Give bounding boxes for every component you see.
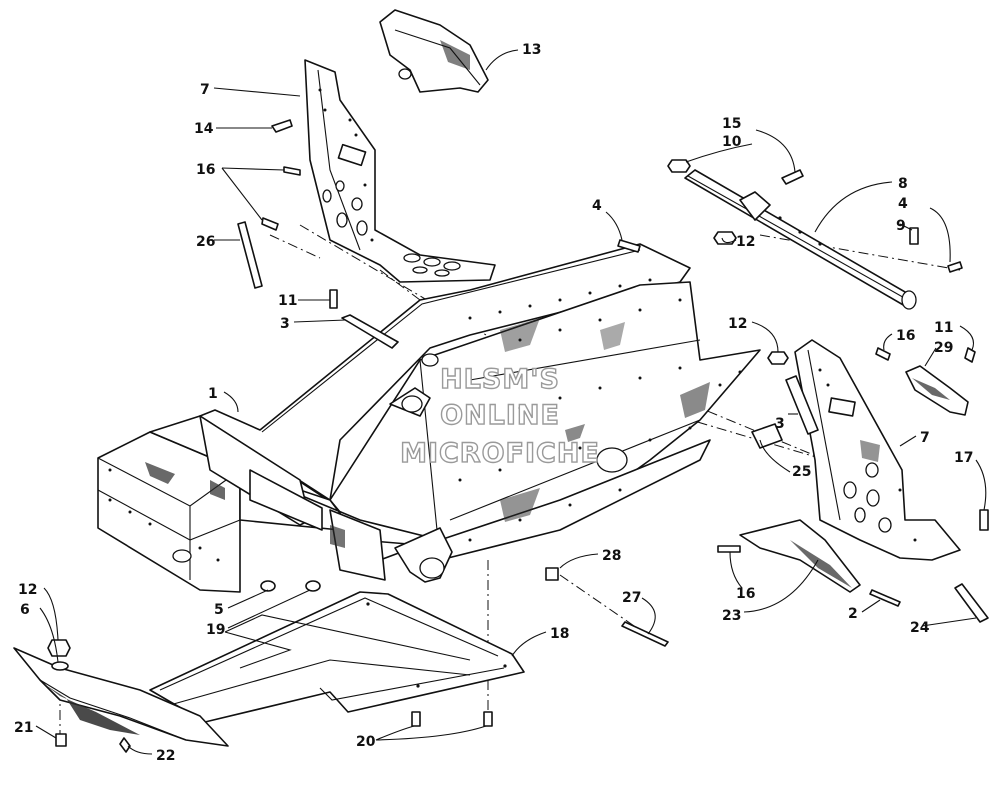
- callout-7: 7: [200, 82, 210, 98]
- callout-21: 21: [14, 720, 33, 736]
- callout-19: 19: [206, 622, 225, 638]
- callout-12: 12: [736, 234, 755, 250]
- callout-28: 28: [602, 548, 621, 564]
- callout-16: 16: [896, 328, 915, 344]
- callout-23: 23: [722, 608, 741, 624]
- callout-7: 7: [920, 430, 930, 446]
- callout-10: 10: [722, 134, 742, 150]
- callout-16: 16: [196, 162, 215, 178]
- left-footrest: [304, 59, 496, 283]
- watermark-line-1: HLSM'S: [440, 364, 560, 395]
- callout-4: 4: [592, 198, 602, 214]
- callout-22: 22: [156, 748, 175, 764]
- belly-pan: [149, 591, 525, 723]
- callout-8: 8: [898, 176, 908, 192]
- small-parts: [47, 119, 989, 753]
- callout-labels: 13 7 14 16 26 11 3 1 4 15 10 8 4 9 12 12…: [14, 42, 973, 764]
- callout-12: 12: [18, 582, 37, 598]
- callout-29: 29: [934, 340, 953, 356]
- right-footrest: [794, 339, 961, 561]
- callout-20: 20: [356, 734, 376, 750]
- callout-5: 5: [214, 602, 224, 618]
- callout-11: 11: [934, 320, 953, 336]
- callout-27: 27: [622, 590, 641, 606]
- watermark-line-3: MICROFICHE: [400, 438, 600, 469]
- callout-6: 6: [20, 602, 30, 618]
- callout-12: 12: [728, 316, 747, 332]
- callout-25: 25: [792, 464, 811, 480]
- watermark: HLSM'S ONLINE MICROFICHE: [399, 363, 600, 469]
- main-frame: [97, 243, 761, 593]
- rear-shaft: [684, 169, 917, 310]
- callout-4: 4: [898, 196, 908, 212]
- assembly-centerlines: [59, 224, 961, 738]
- callout-26: 26: [196, 234, 215, 250]
- callout-9: 9: [896, 218, 906, 234]
- callout-3: 3: [775, 416, 785, 432]
- callout-15: 15: [722, 116, 741, 132]
- leader-lines: [35, 49, 987, 755]
- callout-14: 14: [194, 121, 214, 137]
- callout-13: 13: [522, 42, 541, 58]
- callout-1: 1: [208, 386, 218, 402]
- callout-17: 17: [954, 450, 973, 466]
- callout-2: 2: [848, 606, 858, 622]
- callout-3: 3: [280, 316, 290, 332]
- callout-18: 18: [550, 626, 569, 642]
- front-bumper: [13, 647, 229, 747]
- callout-16: 16: [736, 586, 755, 602]
- mount-bracket-29: [905, 365, 969, 416]
- watermark-line-2: ONLINE: [440, 400, 560, 431]
- callout-24: 24: [910, 620, 930, 636]
- steering-support: [379, 9, 489, 93]
- callout-11: 11: [278, 293, 297, 309]
